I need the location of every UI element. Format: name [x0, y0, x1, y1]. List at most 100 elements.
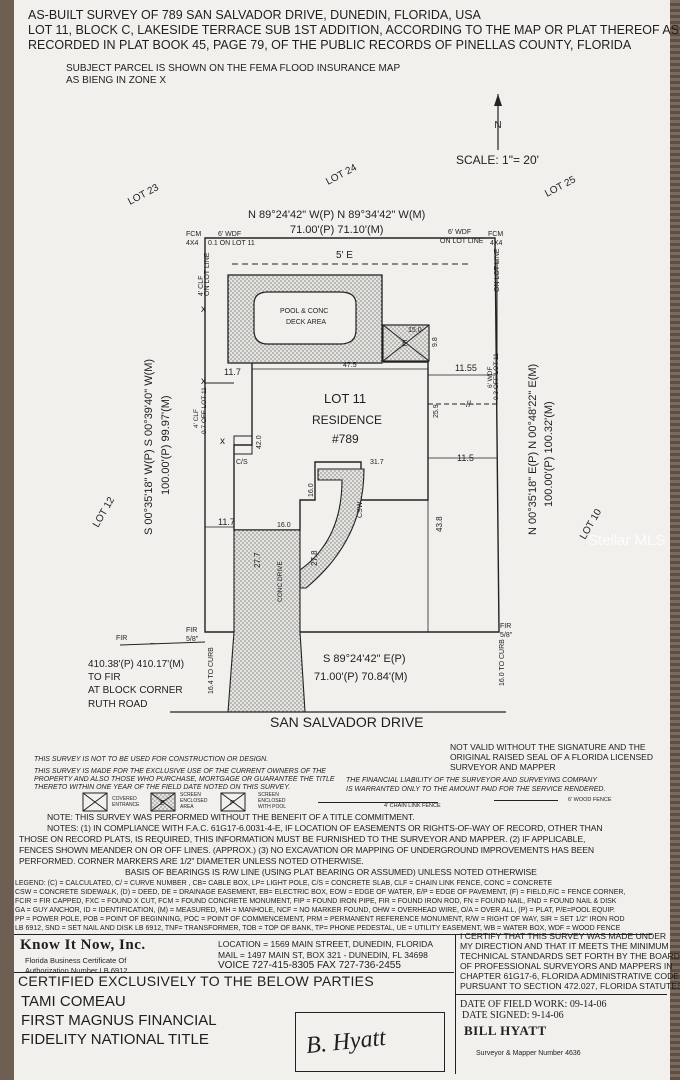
dim-160-a: 16.0 [308, 483, 315, 497]
lot-25-label: LOT 25 [543, 174, 578, 199]
east-distance: 100.00'(P) 100.32'(M) [543, 401, 555, 507]
company-cert-1: Florida Business Certificate Of [25, 956, 127, 965]
clf-side-2: 0.7 OFF LOT 11 [201, 387, 208, 434]
fcm-left: FCM [186, 231, 201, 238]
field-date: DATE OF FIELD WORK: 09-14-06 [460, 999, 607, 1010]
south-distance: 71.00'(P) 70.84'(M) [314, 671, 407, 683]
residence-label: RESIDENCE [312, 413, 382, 427]
note-1: NOTES: (1) IN COMPLIANCE WITH F.A.C. 61G… [47, 823, 603, 833]
sym-wood-fence: 6' WOOD FENCE [568, 797, 612, 803]
dim-475: 47.5 [343, 362, 357, 369]
legend-5: LB 6912, SND = SET NAIL AND DISK LB 6912… [15, 925, 621, 932]
dim-438: 43.8 [435, 516, 444, 532]
footer-divider [14, 934, 652, 935]
dim-317: 31.7 [370, 459, 384, 466]
dim-259: 25.9 [433, 404, 440, 418]
certified-party-1: TAMI COMEAU [21, 993, 126, 1010]
north-arrow-icon: N [494, 94, 502, 150]
clf-left: 4' CLF [198, 276, 205, 296]
fir-left: FIR [186, 627, 197, 634]
lot-24-label: LOT 24 [324, 162, 359, 187]
certified-title: CERTIFIED EXCLUSIVELY TO THE BELOW PARTI… [18, 973, 374, 989]
fence-corner-mark: x [220, 436, 225, 447]
dim-1155: 11.55 [455, 363, 477, 373]
company-mail: MAIL = 1497 MAIN ST, BOX 321 - DUNEDIN, … [218, 950, 428, 960]
curb-left: 16.4 TO CURB [208, 647, 215, 694]
street-name: SAN SALVADOR DRIVE [270, 714, 424, 730]
title-line-3: RECORDED IN PLAT BOOK 45, PAGE 79, OF TH… [28, 38, 632, 52]
site-plan: x x x -//- ~ LOT 23 LOT 24 LOT 25 LOT 12… [88, 162, 666, 730]
note-5: BASIS OF BEARINGS IS R/W LINE (USING PLA… [125, 867, 537, 877]
lot-23-label: LOT 23 [126, 182, 161, 207]
concrete-sidewalk [299, 468, 365, 589]
pool-label-2: DECK AREA [286, 319, 326, 326]
statement-4: CHAPTER 61G17-6, FLORIDA ADMINISTRATIVE … [460, 971, 680, 981]
dim-160-b: 16.0 [277, 522, 291, 529]
block-corner: AT BLOCK CORNER [88, 685, 183, 696]
cs-label: C/S [236, 459, 248, 466]
legend-3: GA = GUY ANCHOR, ID = IDENTIFICATION, (M… [15, 907, 615, 914]
disclaimer-a: THIS SURVEY IS NOT TO BE USED FOR CONSTR… [34, 756, 269, 763]
company-location: LOCATION = 1569 MAIN STREET, DUNEDIN, FL… [218, 939, 433, 949]
north-letter: N [494, 120, 501, 131]
dim-117-bottom: 11.7 [218, 517, 235, 527]
flood-line-2: AS BIENG IN ZONE X [66, 75, 167, 86]
dim-15: 15.0 [408, 327, 422, 334]
surveyor-number: Surveyor & Mapper Number 4636 [476, 1050, 581, 1057]
cert-divider [14, 972, 454, 973]
valid-1: NOT VALID WITHOUT THE SIGNATURE AND THE [450, 742, 646, 752]
company-name: Know It Now, Inc. [20, 937, 146, 953]
property-boundary [204, 237, 500, 633]
south-bearing: S 89°24'42" E(P) [323, 653, 406, 665]
pool-outline [253, 291, 357, 345]
symbol-e: E [160, 800, 165, 807]
wdf-right: 6' WDF [448, 229, 471, 236]
residence-outline [233, 361, 429, 531]
break-mark: ~ [150, 639, 156, 650]
valid-3: SURVEYOR AND MAPPER [450, 762, 556, 772]
sym-entrance: ENTRANCE [112, 802, 140, 808]
block-road: RUTH ROAD [88, 699, 147, 710]
surveyor-name: BILL HYATT [464, 1023, 547, 1038]
easement-label: 5' E [336, 250, 353, 261]
sym-with-pool: WITH POOL [258, 804, 287, 810]
title-line-2: LOT 11, BLOCK C, LAKESIDE TERRACE SUB 1S… [28, 23, 680, 37]
sym-enclosed: ENCLOSED [180, 798, 208, 804]
wdf-right-2: ON LOT LINE [440, 238, 484, 245]
title-line-1: AS-BUILT SURVEY OF 789 SAN SALVADOR DRIV… [28, 8, 481, 22]
curb-right: 16.0 TO CURB [499, 639, 506, 686]
scale-label: SCALE: 1"= 20' [456, 153, 539, 167]
wood-fence-symbol [494, 800, 558, 801]
legend-1: CSW = CONCRETE SIDEWALK, (D) = DEED, DE … [15, 889, 626, 896]
lot-number: LOT 11 [324, 391, 366, 406]
signed-date: DATE SIGNED: 9-14-06 [462, 1010, 564, 1021]
disclaimer-d: THERETO WITHIN ONE YEAR OF THE FIELD DAT… [34, 784, 291, 791]
company-voice: VOICE 727-415-8305 FAX 727-736-2455 [218, 960, 401, 971]
block-dist: 410.38'(P) 410.17'(M) [88, 659, 184, 670]
statement-3: OF PROFESSIONAL SURVEYORS AND MAPPERS IN [460, 961, 673, 971]
fence-corner-mark: x [201, 376, 206, 387]
north-bearing: N 89°24'42" W(P) N 89°34'42" W(M) [248, 209, 425, 221]
vertical-divider [455, 934, 456, 1074]
fcm-right: FCM [488, 231, 503, 238]
csw-label: CSW [357, 501, 364, 518]
sym-covered: COVERED [112, 796, 137, 802]
dim-278: 27.8 [310, 550, 319, 566]
symbol-legend: E P [82, 792, 246, 812]
wdf-left: 6' WDF [218, 231, 241, 238]
covered-entrance-icon [82, 792, 108, 812]
statement-divider [455, 994, 667, 995]
valid-2: ORIGINAL RAISED SEAL OF A FLORIDA LICENS… [450, 752, 653, 762]
east-bearing: N 00°35'18" E(P) N 00°48'22" E(M) [527, 364, 539, 535]
flood-line-1: SUBJECT PARCEL IS SHOWN ON THE FEMA FLOO… [66, 63, 401, 74]
symbol-p: P [230, 800, 235, 807]
sym-screen-2: SCREEN [258, 792, 279, 798]
clf-left-2: ON LOT LINE [204, 252, 211, 296]
fir-west: FIR [116, 635, 127, 642]
west-bearing: S 00°35'18" W(P) S 00°39'40" W(M) [143, 359, 155, 535]
fir-right: FIR [500, 623, 511, 630]
north-distance: 71.00'(P) 71.10'(M) [290, 224, 383, 236]
dim-277: 27.7 [253, 552, 262, 568]
fir-right-size: 5/8" [500, 632, 513, 639]
statement-1: MY DIRECTION AND THAT IT MEETS THE MINIM… [460, 941, 669, 951]
